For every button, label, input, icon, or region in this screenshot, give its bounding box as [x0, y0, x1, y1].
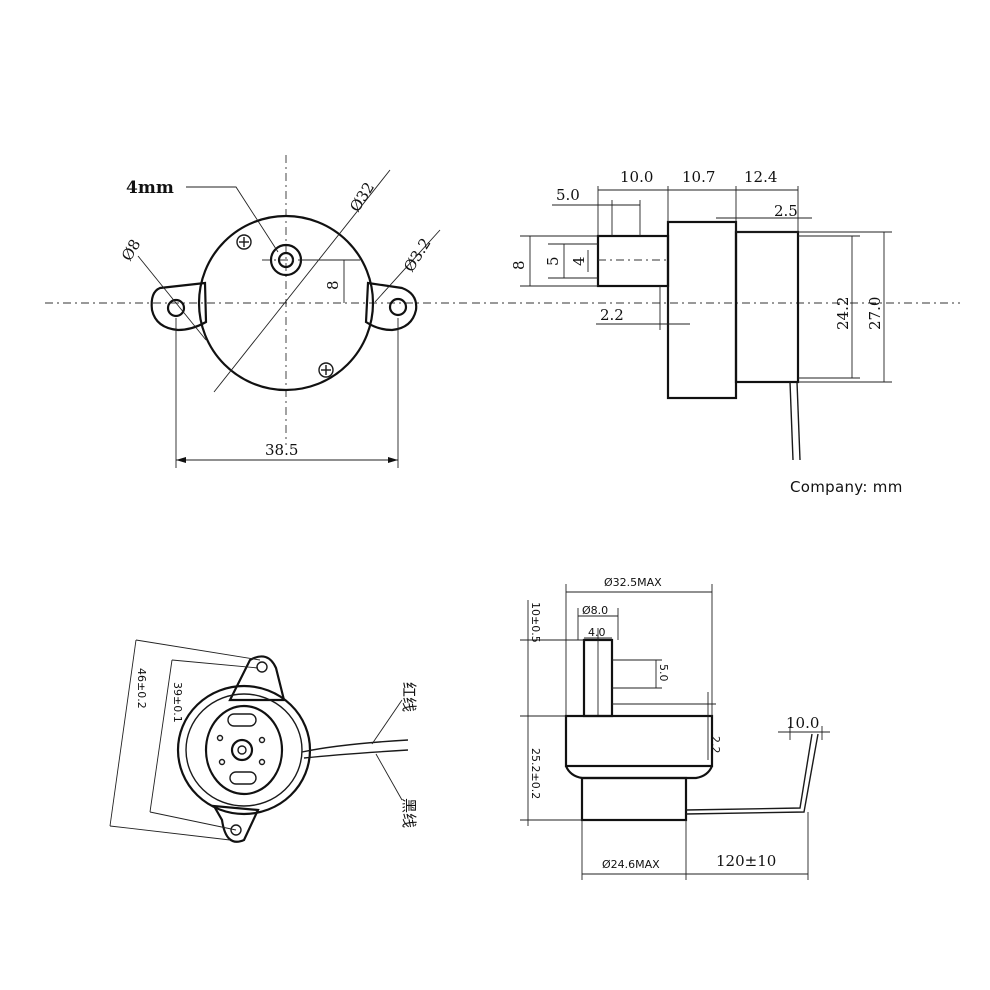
label-shaft-dia: 8 — [510, 260, 528, 270]
iso-shaft — [230, 738, 254, 762]
label-wire-black: 黑线 — [400, 798, 418, 828]
front-view: 4mm Ø8 Ø32 Ø3.2 8 38.5 — [45, 155, 470, 468]
label-cap-dia-s: Ø24.6MAX — [602, 858, 660, 871]
section-lead — [685, 733, 813, 811]
front-body-circle — [197, 214, 375, 392]
label-boss: 2.2 — [600, 306, 624, 324]
label-lead-len: 120±10 — [716, 852, 776, 870]
side-lead-2 — [796, 381, 801, 461]
dim-line-pitch — [149, 659, 173, 813]
label-cap-depth: 12.4 — [744, 168, 777, 186]
iso-view: 红线 黑线 46±0.2 39±0.1 — [109, 639, 418, 843]
label-flat-len-s: 5.0 — [657, 664, 670, 682]
side-lead-1 — [789, 381, 794, 461]
front-mount-flange-right — [364, 281, 418, 332]
label-cap-step: 2.5 — [774, 202, 798, 220]
front-screw-top — [236, 234, 252, 250]
dim-line-overall — [109, 639, 137, 827]
label-hole-pitch: 39±0.1 — [171, 682, 184, 723]
iso-wire-1 — [301, 739, 409, 753]
label-shaft-flat: 4mm — [126, 178, 174, 198]
front-mount-hole-right — [388, 297, 408, 317]
label-wire-red: 红线 — [400, 682, 418, 712]
leader-body-diameter — [213, 169, 391, 393]
front-mount-hole-left — [166, 298, 186, 318]
iso-wire-2 — [303, 749, 409, 759]
section-view: Ø32.5MAX Ø8.0 4.0 5.0 2.2 10±0.5 25.2±0.… — [520, 576, 830, 880]
side-body — [666, 220, 738, 400]
label-boss-s: 2.2 — [709, 736, 722, 754]
label-shaft-length: 10.0 — [620, 168, 653, 186]
front-mount-flange — [150, 281, 208, 332]
label-body-diameter: Ø32 — [346, 179, 378, 215]
label-screw-hole: Ø3.2 — [400, 235, 434, 275]
label-flat-s: 4.0 — [588, 626, 606, 639]
label-overall-len: 46±0.2 — [135, 668, 148, 709]
label-strip-len: 10.0 — [786, 714, 819, 732]
label-body-depth: 10.7 — [682, 168, 715, 186]
section-body — [564, 714, 714, 768]
label-shaft-height-s: 10±0.5 — [529, 602, 542, 643]
label-mount-span: 38.5 — [265, 441, 298, 459]
label-max-dia: Ø32.5MAX — [604, 576, 662, 589]
side-view: 10.0 10.7 12.4 5.0 2.5 8 5 4 2.2 24.2 — [472, 168, 960, 461]
label-cap-dia: 24.2 — [834, 297, 852, 330]
side-shaft — [596, 234, 670, 288]
label-shaft-dia-s: Ø8.0 — [582, 604, 608, 617]
leader-mount-hole — [137, 255, 207, 341]
section-cap — [580, 776, 688, 822]
side-cap — [734, 230, 800, 384]
label-flat-thickness: 4 — [570, 256, 588, 266]
label-body-height: 27.0 — [866, 297, 884, 330]
label-flat-width: 5 — [544, 256, 562, 266]
front-screw-bottom — [318, 362, 334, 378]
label-body-height-s: 25.2±0.2 — [529, 748, 542, 799]
label-mount-hole: Ø8 — [118, 236, 145, 264]
unit-note: Company: mm — [790, 478, 903, 496]
iso-flange — [228, 655, 286, 702]
iso-face — [204, 704, 284, 796]
leader-screw-hole — [374, 229, 441, 303]
label-shaft-offset: 8 — [324, 280, 342, 290]
label-shaft-flat-len: 5.0 — [556, 186, 580, 204]
leader-4mm — [186, 186, 279, 253]
